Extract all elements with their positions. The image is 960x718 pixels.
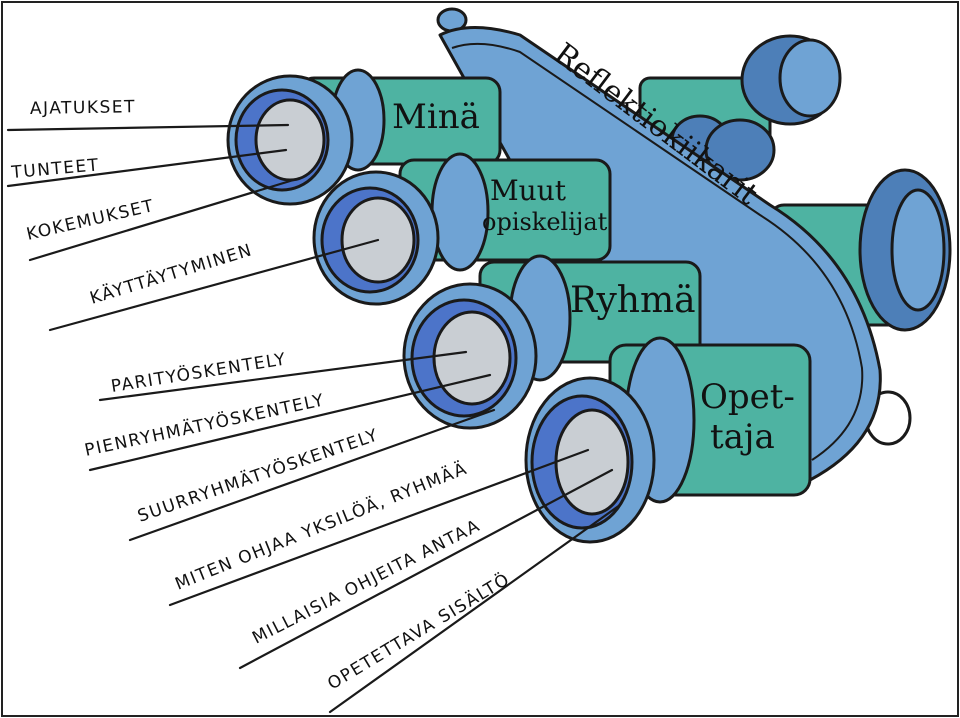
- leader-millaisia-ohjeita: [238, 468, 614, 670]
- tube-muut-label-1: Muut: [490, 174, 567, 207]
- label-parityoskentely: PARITYÖSKENTELY: [109, 347, 288, 396]
- leader-kokemukset: [28, 176, 302, 262]
- leader-ajatukset: [6, 123, 290, 132]
- tube-opettaja: Opet- taja: [524, 336, 812, 544]
- leader-suurryhmatyoskentely: [128, 408, 496, 542]
- label-pienryhmatyoskentely: PIENRYHMÄTYÖSKENTELY: [82, 388, 326, 460]
- tube-mina-label: Minä: [392, 97, 480, 137]
- tube-muut-band: [430, 152, 490, 272]
- lens-muut-opiskelijat-icon: [312, 170, 440, 306]
- leader-kayttaytyminen: [48, 238, 380, 332]
- tube-muut-label-2: opiskelijat: [482, 208, 608, 236]
- focus-knob-upper-icon: [670, 34, 842, 182]
- label-kokemukset: KOKEMUKSET: [25, 196, 157, 245]
- leader-miten-ohjaa: [168, 448, 590, 607]
- tube-opettaja-label-1: Opet-: [700, 377, 795, 417]
- lens-ryhma-icon: [402, 282, 538, 430]
- leader-opetettava-sisalto: [328, 503, 622, 714]
- tube-mina: Minä: [226, 68, 502, 206]
- leader-tunteet: [6, 148, 288, 188]
- leader-parityoskentely: [98, 350, 468, 402]
- tube-opettaja-label-2: taja: [710, 417, 775, 457]
- rear-parts: [436, 7, 952, 446]
- lens-opettaja-icon: [524, 376, 656, 544]
- focus-knob-right-icon: [858, 168, 952, 332]
- leader-pienryhmatyoskentely: [88, 373, 492, 472]
- tube-muut-opiskelijat: Muut opiskelijat: [312, 152, 612, 306]
- label-kayttaytyminen: KÄYTTÄYTYMINEN: [87, 239, 255, 308]
- label-miten-ohjaa: MITEN OHJAA YKSILÖÄ, RYHMÄÄ: [172, 457, 471, 595]
- label-tunteet: TUNTEET: [10, 155, 101, 183]
- lens-mina-icon: [226, 74, 354, 206]
- tube-ryhma: Ryhmä: [402, 254, 702, 430]
- leader-lines: [6, 123, 622, 714]
- tube-ryhma-label: Ryhmä: [570, 280, 696, 321]
- label-ajatukset: AJATUKSET: [30, 97, 136, 119]
